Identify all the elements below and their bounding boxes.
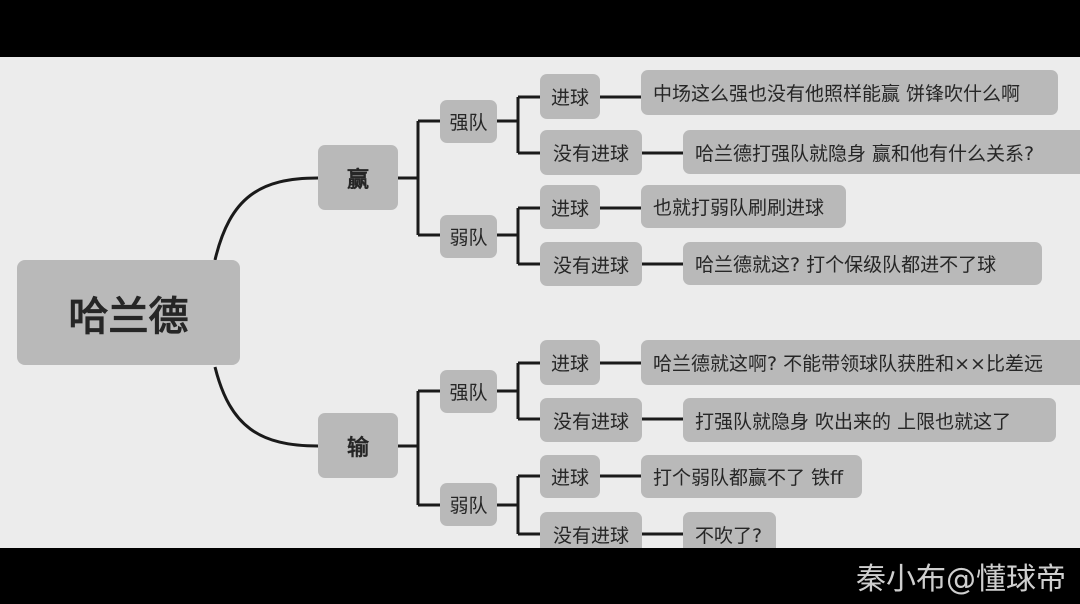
comment-node: 哈兰德就这? 打个保级队都进不了球 [683, 242, 1042, 285]
outcome-node: 没有进球 [540, 512, 642, 548]
comment-node: 也就打弱队刷刷进球 [641, 185, 846, 228]
group-strong: 强队 [440, 370, 497, 413]
comment-node: 打强队就隐身 吹出来的 上限也就这了 [683, 398, 1056, 442]
outcome-node: 没有进球 [540, 398, 642, 442]
connector-lines [213, 95, 683, 536]
group-weak: 弱队 [440, 483, 497, 526]
mind-map: 哈兰德 赢 输 强队 弱队 强队 弱队 进球 没有进球 进球 没有进球 进球 没… [0, 57, 1080, 548]
comment-node: 哈兰德就这啊? 不能带领球队获胜和××比差远 [641, 340, 1080, 385]
branch-win: 赢 [318, 145, 398, 210]
credit-text: 秦小布@懂球帝 [856, 562, 1066, 597]
comment-node: 中场这么强也没有他照样能赢 饼锋吹什么啊 [641, 70, 1058, 115]
group-strong: 强队 [440, 100, 497, 143]
outcome-node: 进球 [540, 340, 600, 385]
outcome-node: 没有进球 [540, 242, 642, 286]
outcome-node: 进球 [540, 185, 600, 229]
footer-bar: 秦小布@懂球帝 [0, 548, 1080, 604]
group-weak: 弱队 [440, 215, 497, 258]
root-node: 哈兰德 [17, 260, 240, 365]
comment-node: 打个弱队都赢不了 铁ff [641, 455, 862, 498]
branch-lose: 输 [318, 413, 398, 478]
outcome-node: 进球 [540, 74, 600, 119]
outcome-node: 进球 [540, 455, 600, 498]
outcome-node: 没有进球 [540, 130, 642, 175]
comment-node: 不吹了? [683, 512, 776, 548]
comment-node: 哈兰德打强队就隐身 赢和他有什么关系? [683, 130, 1080, 174]
